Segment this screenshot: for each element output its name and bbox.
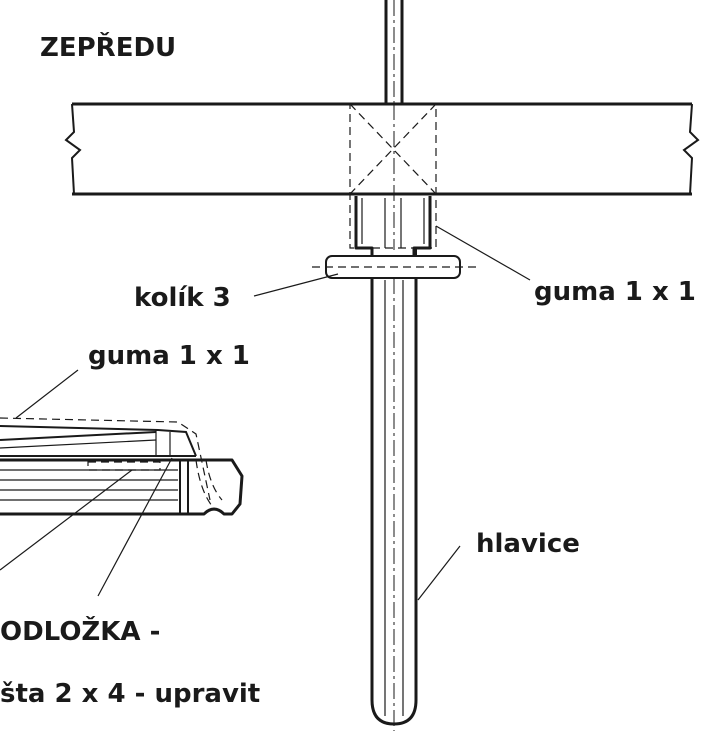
leader-lines bbox=[0, 225, 531, 601]
view-title: ZEPŘEDU bbox=[40, 31, 176, 63]
hidden-socket bbox=[349, 103, 437, 250]
strip-label: šta 2 x 4 - upravit bbox=[0, 679, 260, 709]
pad-label: ODLOŽKA - bbox=[0, 615, 160, 647]
beam bbox=[64, 102, 700, 196]
rubber-label-right: guma 1 x 1 bbox=[534, 277, 696, 307]
top-rod bbox=[384, 0, 404, 104]
head-label: hlavice bbox=[476, 529, 580, 559]
pin bbox=[312, 255, 476, 279]
side-detail bbox=[0, 417, 244, 516]
rubber-label-left: guma 1 x 1 bbox=[88, 341, 250, 371]
head-stem bbox=[370, 248, 418, 731]
pin-label: kolík 3 bbox=[134, 283, 231, 313]
head-tenon bbox=[354, 196, 432, 256]
